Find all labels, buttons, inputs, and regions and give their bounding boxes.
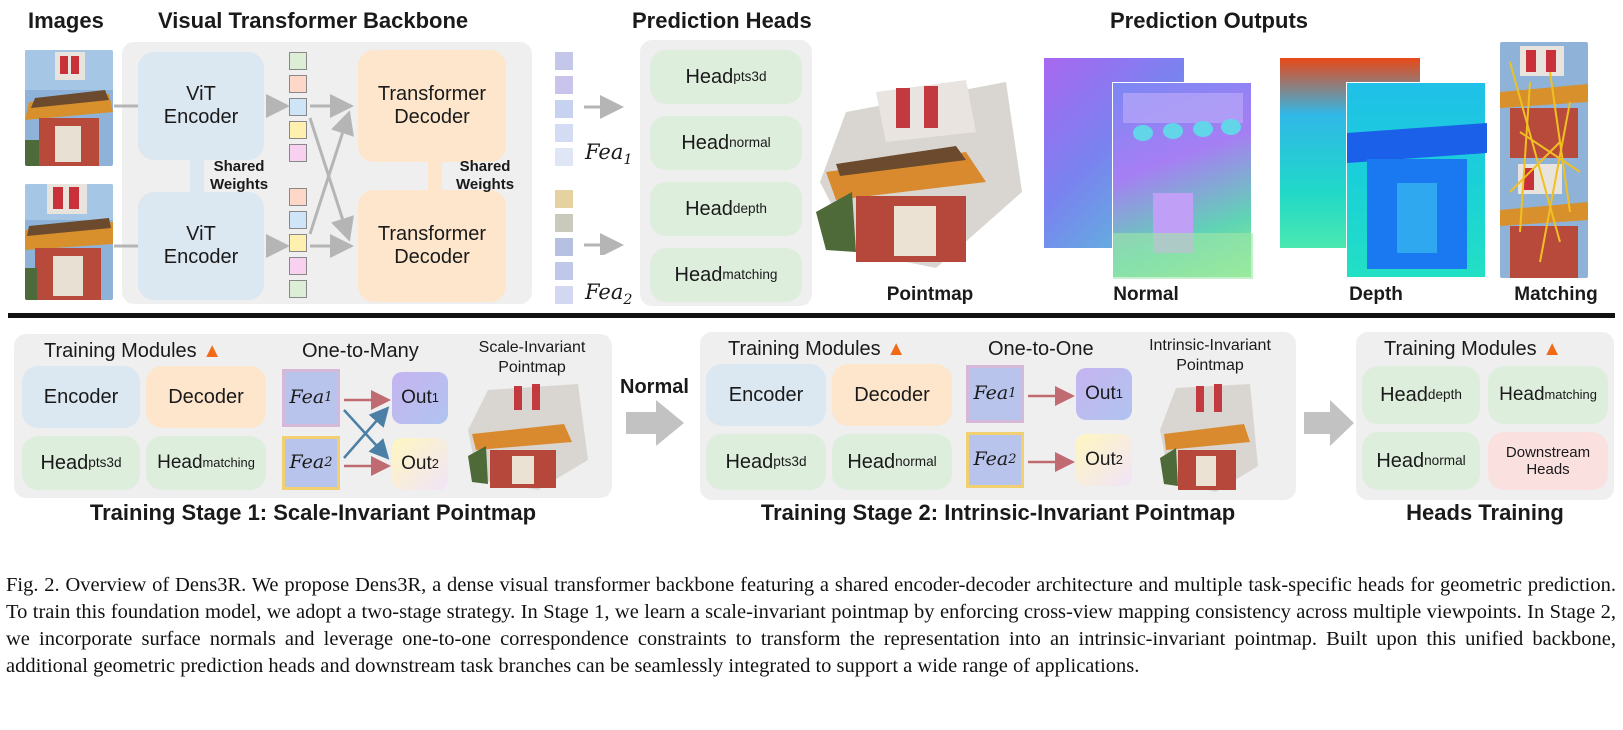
token-top-1 bbox=[289, 52, 307, 70]
stage3-modules-title: Training Modules ▲ bbox=[1384, 338, 1563, 360]
feature-token-1-5 bbox=[555, 148, 573, 166]
decoder-shared-weights-label: Shared Weights bbox=[456, 158, 515, 193]
vit-encoder-top: ViT Encoder bbox=[138, 52, 264, 160]
stage2-caption: Training Stage 2: Intrinsic-Invariant Po… bbox=[760, 500, 1236, 525]
feature-token-1-1 bbox=[555, 52, 573, 70]
encoder-shared-weights-label: Shared Weights bbox=[210, 158, 269, 193]
stage2-decoder: Decoder bbox=[832, 364, 952, 426]
stage2-encoder: Encoder bbox=[706, 364, 826, 426]
depth-output-front bbox=[1346, 82, 1487, 278]
stage2-mapping-arrows bbox=[1028, 386, 1075, 472]
stage3-downstream-heads: Downstream Heads bbox=[1488, 432, 1608, 490]
matching-output-image bbox=[1500, 42, 1588, 278]
output-label-matching: Matching bbox=[1514, 284, 1598, 305]
token-bottom-5 bbox=[289, 280, 307, 298]
output-label-depth: Depth bbox=[1349, 284, 1403, 305]
section-divider bbox=[8, 313, 1615, 318]
figure-caption: Fig. 2. Overview of Dens3R. We propose D… bbox=[6, 574, 1616, 677]
stage1-pointmap-label: Scale-Invariant Pointmap bbox=[478, 339, 586, 376]
stage1-mapping-title: One-to-Many bbox=[302, 340, 419, 362]
backbone-arrows bbox=[114, 94, 354, 258]
encoder-shared-link bbox=[190, 160, 204, 192]
stage3-fire-icon: ▲ bbox=[1542, 338, 1563, 360]
stage1-pointmap-image bbox=[468, 380, 592, 492]
stage1-caption: Training Stage 1: Scale-Invariant Pointm… bbox=[89, 500, 537, 525]
stage1-mapping-arrows bbox=[343, 390, 391, 476]
transformer-decoder-top: Transformer Decoder bbox=[358, 50, 506, 162]
vit-encoder-bottom: ViT Encoder bbox=[138, 192, 264, 300]
transition-normal-label: Normal bbox=[620, 376, 689, 398]
transition-arrow-2 bbox=[1304, 400, 1354, 446]
transition-arrow-1 bbox=[626, 400, 684, 446]
backbone-title: Visual Transformer Backbone bbox=[158, 8, 469, 33]
decoder-shared-link bbox=[428, 162, 442, 190]
feature-token-2-1 bbox=[555, 190, 573, 208]
token-top-4 bbox=[289, 121, 307, 139]
token-top-5 bbox=[289, 144, 307, 162]
input-image-1 bbox=[25, 50, 113, 166]
feature-token-1-3 bbox=[555, 100, 573, 118]
stage2-mapping-title: One-to-One bbox=[988, 338, 1094, 360]
stage1-decoder: Decoder bbox=[146, 366, 266, 428]
normal-output-front bbox=[1112, 82, 1253, 279]
feature-token-2-5 bbox=[555, 286, 573, 304]
fea2-label: Fea2 bbox=[585, 280, 633, 309]
feature-token-2-3 bbox=[555, 238, 573, 256]
outputs-title: Prediction Outputs bbox=[1110, 8, 1308, 33]
stage1-encoder: Encoder bbox=[22, 366, 140, 428]
token-bottom-2 bbox=[289, 211, 307, 229]
images-title: Images bbox=[28, 8, 104, 33]
feature-token-2-2 bbox=[555, 214, 573, 232]
stage2-fire-icon: ▲ bbox=[886, 338, 907, 360]
pointmap-output-image bbox=[816, 72, 1026, 272]
feature-token-2-4 bbox=[555, 262, 573, 280]
stage1-modules-title: Training Modules ▲ bbox=[44, 340, 223, 362]
output-label-pointmap: Pointmap bbox=[886, 284, 974, 305]
token-bottom-4 bbox=[289, 257, 307, 275]
stage3-caption: Heads Training bbox=[1406, 500, 1564, 525]
heads-title: Prediction Heads bbox=[632, 8, 812, 33]
stage2-pointmap-label: Intrinsic-Invariant Pointmap bbox=[1149, 337, 1271, 374]
token-bottom-1 bbox=[289, 188, 307, 206]
feature-token-1-2 bbox=[555, 76, 573, 94]
fea1-label: Fea1 bbox=[585, 140, 633, 169]
feature-token-1-4 bbox=[555, 124, 573, 142]
stage2-pointmap-image bbox=[1160, 382, 1260, 494]
transformer-decoder-bottom: Transformer Decoder bbox=[358, 190, 506, 302]
feature-arrows bbox=[584, 95, 624, 255]
token-top-2 bbox=[289, 75, 307, 93]
stage1-fire-icon: ▲ bbox=[202, 340, 223, 362]
input-image-2 bbox=[25, 184, 113, 300]
stage2-modules-title: Training Modules ▲ bbox=[728, 338, 907, 360]
output-label-normal: Normal bbox=[1113, 284, 1179, 305]
